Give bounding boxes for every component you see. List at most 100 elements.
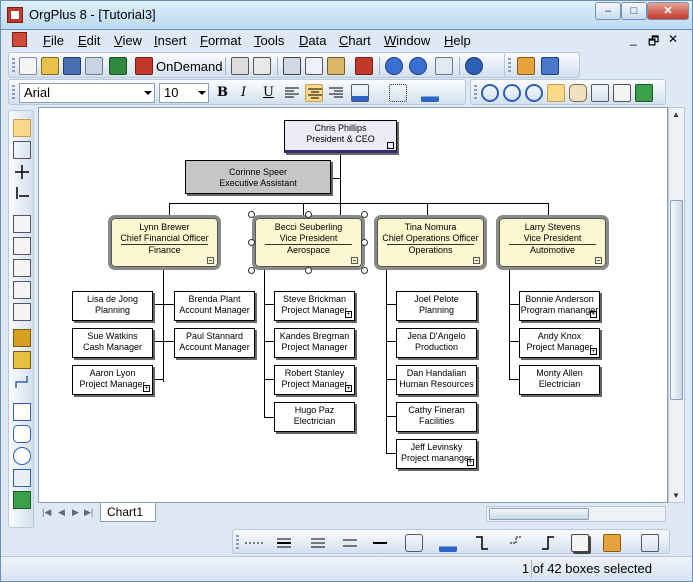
menu-edit[interactable]: Edit <box>78 33 101 48</box>
font-size-select[interactable]: 10 <box>159 83 209 103</box>
org-box-employee[interactable]: Aaron Lyon Project Manager + <box>72 365 153 395</box>
dash-icon[interactable] <box>371 534 389 552</box>
ondemand-icon[interactable] <box>135 57 153 75</box>
next-sheet-icon[interactable]: ▶ <box>72 507 79 517</box>
scroll-thumb[interactable] <box>670 200 683 400</box>
org-box-employee[interactable]: Monty Allen Electrician <box>519 365 600 395</box>
manager-box-icon[interactable] <box>13 281 31 299</box>
box-shape-icon[interactable] <box>405 534 423 552</box>
align-center-icon[interactable] <box>305 84 323 102</box>
help-icon[interactable] <box>465 57 483 75</box>
menu-file[interactable]: File <box>43 33 64 48</box>
collapse-icon[interactable] <box>207 257 214 264</box>
page-view-icon[interactable] <box>613 84 631 102</box>
org-box-employee[interactable]: Jena D'Angelo Production <box>396 328 477 358</box>
toolbar-grip[interactable] <box>236 535 239 551</box>
menu-help[interactable]: Help <box>444 33 471 48</box>
border-style-icon[interactable] <box>389 84 407 102</box>
expand-icon[interactable]: + <box>345 385 352 392</box>
undo-icon[interactable] <box>385 57 403 75</box>
chart-canvas[interactable]: Chris Phillips President & CEO Corinne S… <box>38 107 668 503</box>
underline-button[interactable]: U <box>263 85 274 100</box>
italic-button[interactable]: I <box>241 85 247 100</box>
toolbar-grip[interactable] <box>12 58 15 74</box>
line-tool-icon[interactable] <box>13 351 31 369</box>
format-painter-icon[interactable] <box>355 57 373 75</box>
coworker-left-icon[interactable] <box>13 237 31 255</box>
new-icon[interactable] <box>19 57 37 75</box>
document-icon[interactable] <box>12 32 27 47</box>
selection-handle[interactable] <box>248 239 255 246</box>
selection-handle[interactable] <box>361 239 368 246</box>
connector-icon[interactable] <box>13 373 31 391</box>
line-style-icon[interactable] <box>243 534 263 552</box>
menu-insert[interactable]: Insert <box>154 33 187 48</box>
paste-icon[interactable] <box>327 57 345 75</box>
minimize-button[interactable]: – <box>595 2 621 20</box>
pan-hand-icon[interactable] <box>569 84 587 102</box>
branch-style-icon[interactable] <box>473 534 491 552</box>
bold-button[interactable]: B <box>217 85 228 100</box>
font-color-icon[interactable] <box>421 84 439 102</box>
move-branch-icon[interactable] <box>13 185 31 203</box>
pointer-icon[interactable] <box>13 119 31 137</box>
tab-chart1[interactable]: Chart1 <box>100 503 156 522</box>
mdi-restore-button[interactable]: 🗗 <box>648 34 660 48</box>
org-box-employee[interactable]: Robert Stanley Project Manager + <box>274 365 355 395</box>
org-box-manager-operations[interactable]: Tina Nomura Chief Operations Officer Ope… <box>374 215 487 270</box>
orgplus-app-icon[interactable] <box>7 7 23 23</box>
arrow-style-icon[interactable] <box>341 534 359 552</box>
ondemand-button[interactable]: OnDemand <box>156 59 223 74</box>
open-icon[interactable] <box>41 57 59 75</box>
collapse-icon[interactable] <box>595 257 602 264</box>
toolbar-grip[interactable] <box>12 85 15 101</box>
zoom-out-icon[interactable] <box>503 84 521 102</box>
scroll-down-icon[interactable]: ▼ <box>672 491 680 500</box>
selection-handle[interactable] <box>305 211 312 218</box>
selection-handle[interactable] <box>248 211 255 218</box>
selection-handle[interactable] <box>361 211 368 218</box>
align-left-icon[interactable] <box>283 84 301 102</box>
scroll-up-icon[interactable]: ▲ <box>672 110 680 119</box>
line-spacing-icon[interactable] <box>309 534 327 552</box>
move-icon[interactable] <box>13 163 31 181</box>
menu-view[interactable]: View <box>114 33 142 48</box>
toolbar-overflow-icon[interactable] <box>565 57 583 75</box>
print-icon[interactable] <box>231 57 249 75</box>
scroll-thumb[interactable] <box>489 508 589 520</box>
box-alignment-icon[interactable] <box>603 534 621 552</box>
org-box-employee[interactable]: Andy Knox Project Manager + <box>519 328 600 358</box>
zoom-box-icon[interactable] <box>525 84 543 102</box>
cut-icon[interactable] <box>283 57 301 75</box>
redo-icon[interactable] <box>409 57 427 75</box>
expand-icon[interactable]: + <box>345 311 352 318</box>
copy-icon[interactable] <box>305 57 323 75</box>
toolbar-grip[interactable] <box>474 85 477 101</box>
pencil-icon[interactable] <box>13 329 31 347</box>
connector-style-icon[interactable] <box>539 534 557 552</box>
close-button[interactable]: ✕ <box>647 2 689 20</box>
org-box-employee[interactable]: Sue Watkins Cash Manager <box>72 328 153 358</box>
expand-icon[interactable]: + <box>143 385 150 392</box>
picture-icon[interactable] <box>13 491 31 509</box>
org-box-employee[interactable]: Paul Stannard Account Manager <box>174 328 255 358</box>
org-box-assistant[interactable]: Corinne Speer Executive Assistant <box>185 160 331 194</box>
menu-chart[interactable]: Chart <box>339 33 371 48</box>
save-icon[interactable] <box>63 57 81 75</box>
chart-properties-icon[interactable] <box>517 57 535 75</box>
org-tree-icon[interactable] <box>641 534 659 552</box>
excel-icon[interactable] <box>109 57 127 75</box>
selection-handle[interactable] <box>305 267 312 274</box>
org-box-employee[interactable]: Joel Pelote Planning <box>396 291 477 321</box>
mdi-close-button[interactable]: ✕ <box>668 32 679 46</box>
box-fill-icon[interactable] <box>439 534 457 552</box>
refresh-icon[interactable] <box>435 57 453 75</box>
toolbar-overflow-icon[interactable] <box>449 84 467 102</box>
tree-select-icon[interactable] <box>13 141 31 159</box>
branch-layout-icon[interactable] <box>507 534 525 552</box>
expand-icon[interactable]: + <box>590 311 597 318</box>
box-shadow-icon[interactable] <box>571 534 589 552</box>
save-as-icon[interactable] <box>85 57 103 75</box>
menu-window[interactable]: Window <box>384 33 431 48</box>
org-box-manager-finance[interactable]: Lynn Brewer Chief Financial Officer Fina… <box>108 215 221 270</box>
